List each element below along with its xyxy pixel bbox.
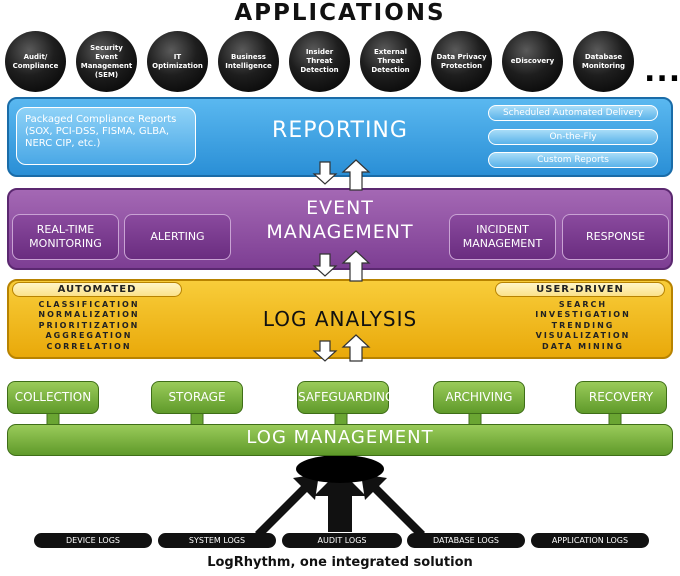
app-database-monitoring: Database Monitoring [573, 31, 634, 92]
user-driven-item: DATA MINING [542, 341, 624, 351]
applications-title: APPLICATIONS [234, 0, 446, 26]
real-time-monitoring-box: REAL-TIME MONITORING [12, 214, 119, 260]
user-driven-pill: USER-DRIVEN [495, 282, 665, 297]
automated-item: CORRELATION [46, 341, 132, 351]
user-driven-item: TRENDING [551, 320, 615, 330]
up-arrow-icon [341, 159, 371, 191]
user-driven-item: SEARCH [558, 300, 608, 309]
incident-management-box: INCIDENT MANAGEMENT [449, 214, 556, 260]
scheduled-delivery-pill: Scheduled Automated Delivery [488, 105, 658, 121]
down-arrow-icon [312, 253, 338, 277]
analysis-management-arrows [312, 334, 371, 362]
application-logs-source: APPLICATION LOGS [531, 533, 649, 548]
log-management-bar [7, 424, 673, 456]
safeguarding-box: SAFEGUARDING [297, 381, 394, 414]
automated-item: AGGREGATION [45, 331, 133, 341]
archiving-box: ARCHIVING [433, 381, 525, 414]
more-applications-ellipsis: ... [644, 54, 680, 89]
app-security-event-mgmt: Security Event Management (SEM) [76, 31, 137, 92]
automated-item: CLASSIFICATION [38, 300, 140, 309]
app-audit-compliance: Audit/ Compliance [5, 31, 66, 92]
reporting-event-arrows [312, 159, 371, 191]
user-driven-list: SEARCH INVESTIGATION TRENDING VISUALIZAT… [508, 300, 658, 352]
center-funnel-arrow-icon [314, 470, 366, 532]
source-funnel-arrows [255, 470, 425, 538]
up-arrow-icon [341, 250, 371, 282]
down-arrow-icon [312, 340, 338, 362]
device-logs-source: DEVICE LOGS [34, 533, 152, 548]
down-arrow-icon [312, 161, 338, 185]
alerting-box: ALERTING [124, 214, 231, 260]
right-funnel-arrow-icon [361, 474, 425, 538]
reporting-title: REPORTING [272, 118, 408, 143]
app-ediscovery: eDiscovery [502, 31, 563, 92]
left-funnel-arrow-icon [255, 474, 319, 538]
packaged-compliance-reports: Packaged Compliance Reports (SOX, PCI-DS… [16, 107, 196, 165]
collection-box: COLLECTION [7, 381, 99, 414]
management-intake-ellipse [296, 455, 384, 483]
automated-list: CLASSIFICATION NORMALIZATION PRIORITIZAT… [14, 300, 164, 352]
recovery-box: RECOVERY [575, 381, 667, 414]
on-the-fly-pill: On-the-Fly [488, 129, 658, 145]
event-title-line2: MANAGEMENT [266, 221, 414, 243]
response-box: RESPONSE [562, 214, 669, 260]
storage-box: STORAGE [151, 381, 243, 414]
app-external-threat: External Threat Detection [360, 31, 421, 92]
custom-reports-pill: Custom Reports [488, 152, 658, 168]
user-driven-item: INVESTIGATION [535, 310, 631, 320]
app-business-intelligence: Business Intelligence [218, 31, 279, 92]
automated-item: PRIORITIZATION [38, 320, 140, 330]
system-logs-source: SYSTEM LOGS [158, 533, 276, 548]
log-analysis-title: LOG ANALYSIS [262, 307, 418, 331]
diagram-caption: LogRhythm, one integrated solution [207, 555, 473, 570]
app-it-optimization: IT Optimization [147, 31, 208, 92]
app-data-privacy: Data Privacy Protection [431, 31, 492, 92]
up-arrow-icon [341, 334, 371, 362]
automated-pill: AUTOMATED [12, 282, 182, 297]
event-title-line1: EVENT [306, 197, 374, 219]
automated-item: NORMALIZATION [38, 310, 140, 320]
audit-logs-source: AUDIT LOGS [282, 533, 402, 548]
log-management-title: LOG MANAGEMENT [246, 427, 434, 448]
app-insider-threat: Insider Threat Detection [289, 31, 350, 92]
database-logs-source: DATABASE LOGS [407, 533, 525, 548]
event-management-title: EVENT MANAGEMENT [230, 196, 450, 244]
event-analysis-arrows [312, 250, 371, 282]
user-driven-item: VISUALIZATION [535, 331, 631, 341]
